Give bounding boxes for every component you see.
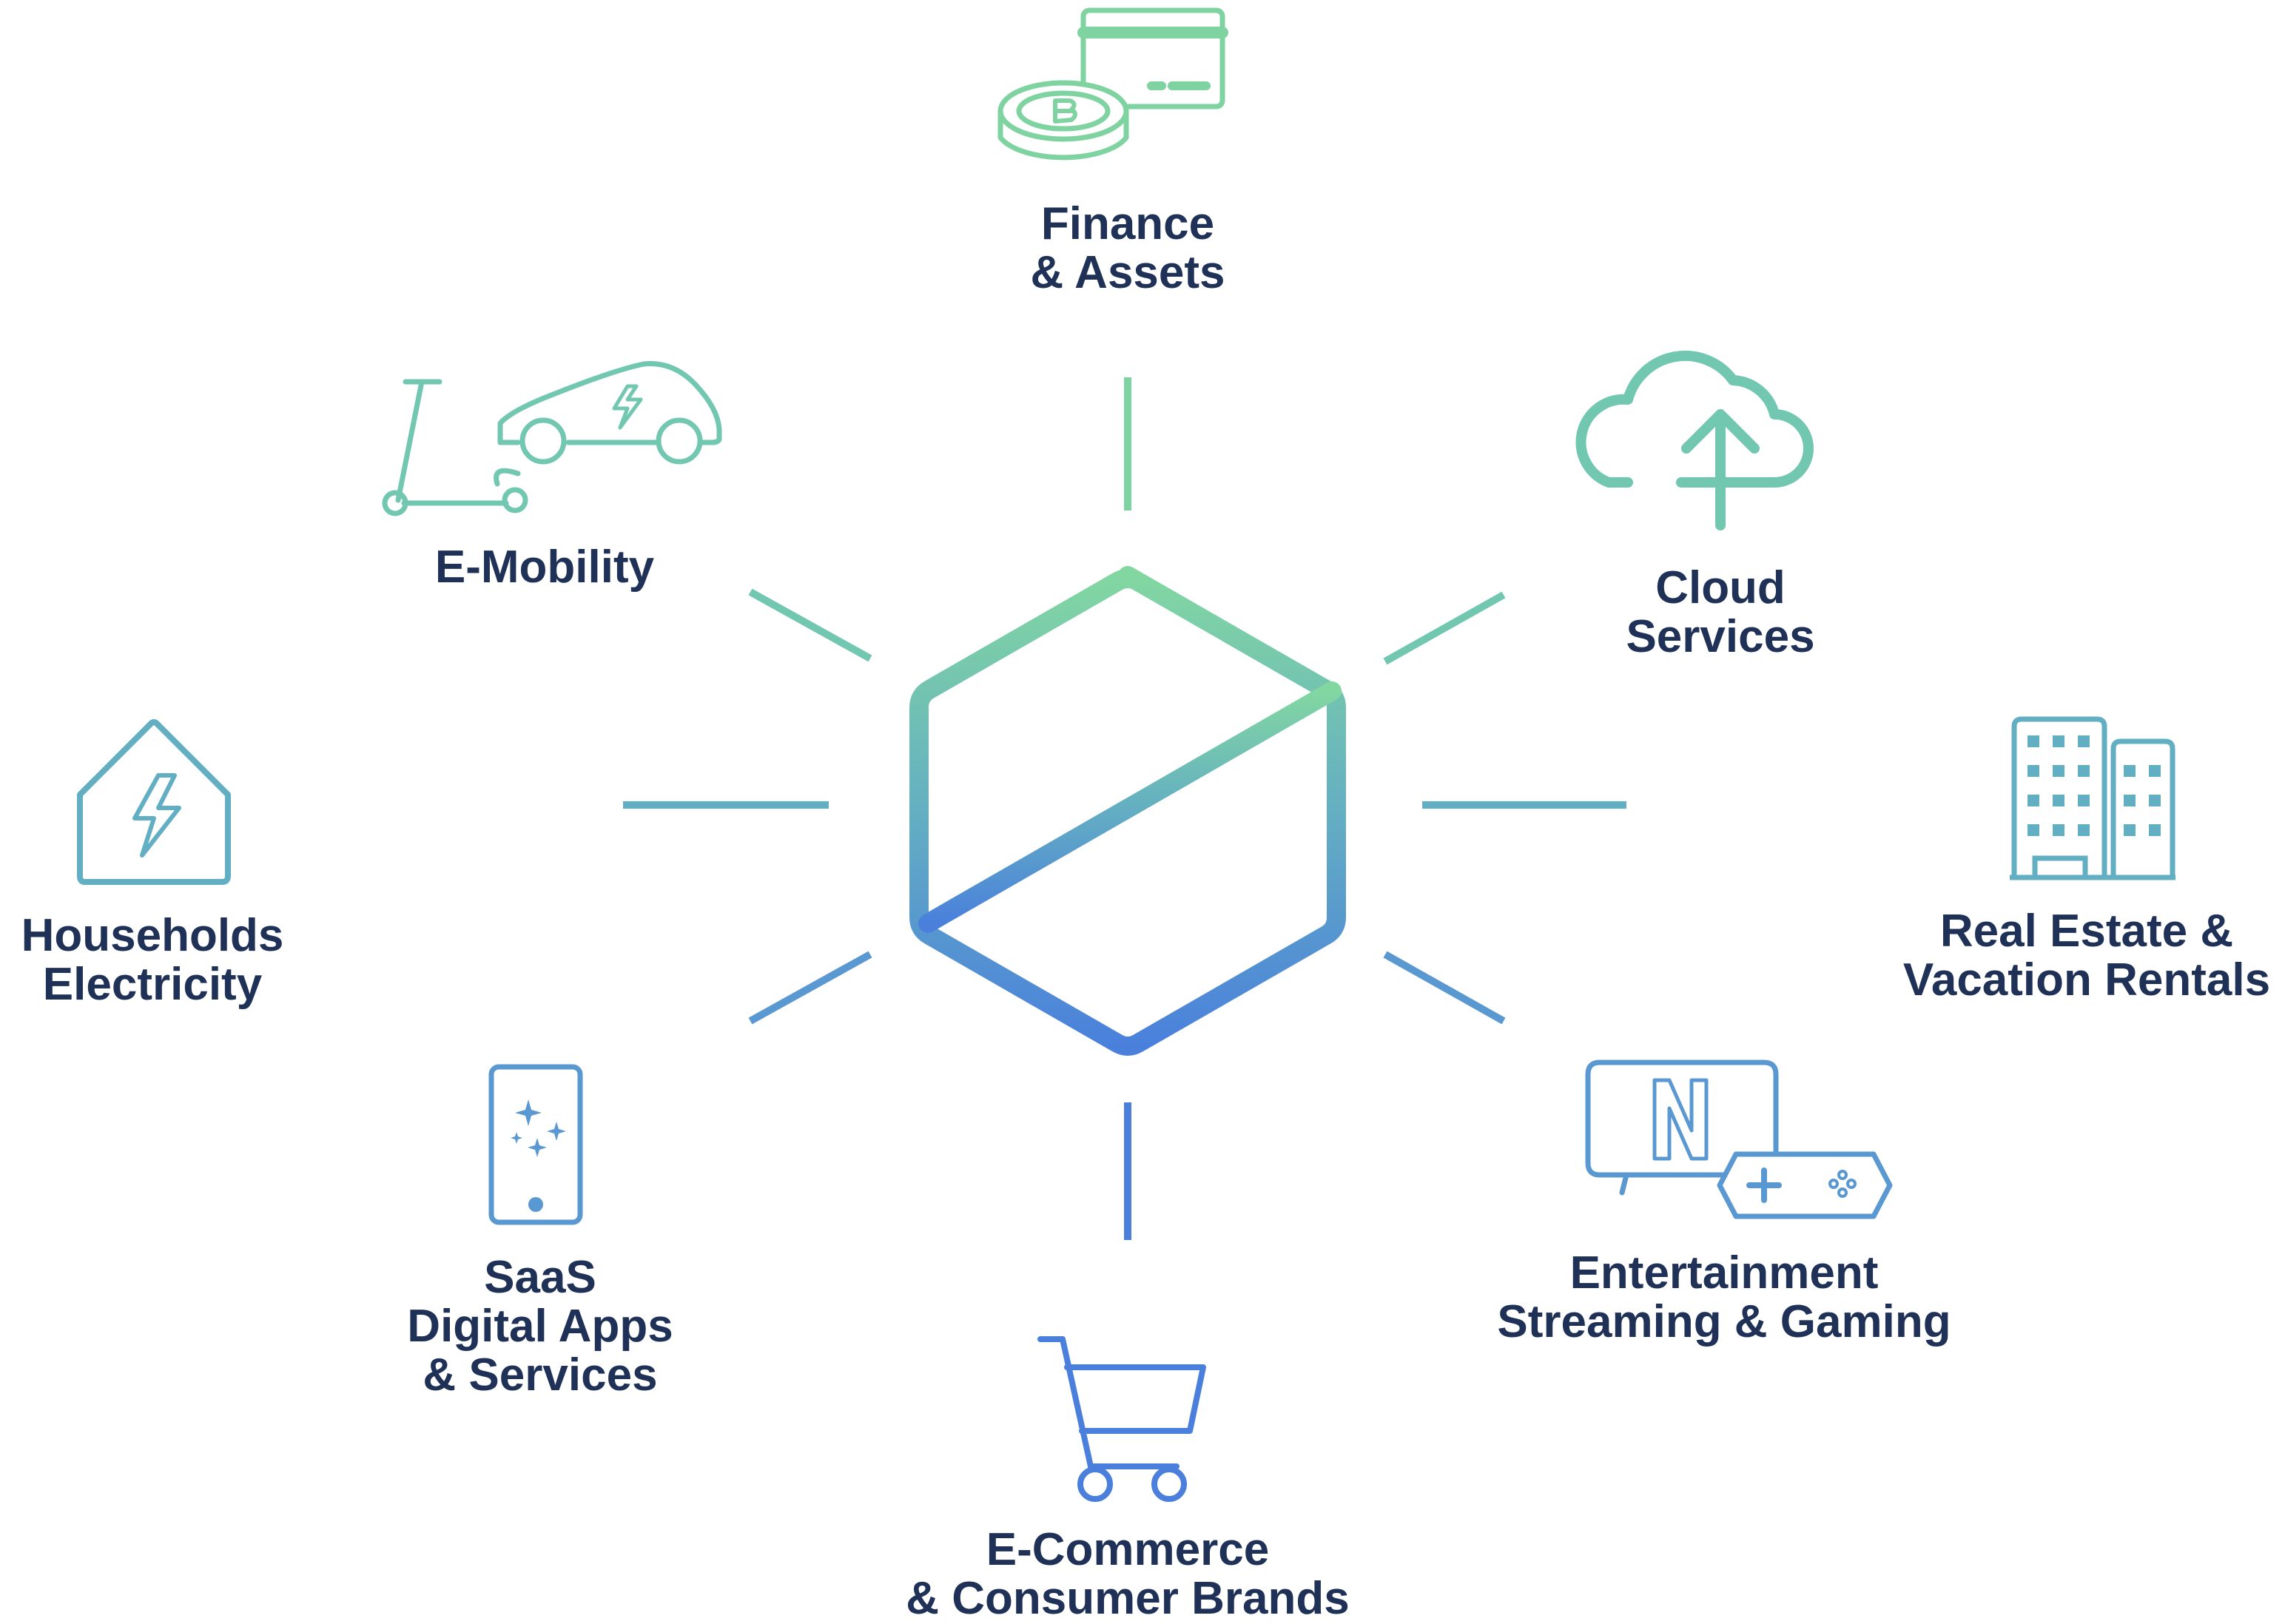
label-entertainment: Entertainment Streaming & Gaming	[1497, 1249, 1951, 1347]
label-entertainment-line-2: Streaming & Gaming	[1497, 1296, 1951, 1347]
tv-and-gamepad-icon	[1585, 1059, 1893, 1219]
label-ecommerce-line-2: & Consumer Brands	[906, 1573, 1350, 1624]
label-cloud-line-1: Cloud	[1655, 562, 1786, 613]
buildings-icon	[2010, 716, 2175, 880]
coin-and-card-icon	[997, 7, 1228, 161]
smartphone-sparkle-icon	[488, 1064, 583, 1225]
label-saas-line-2: Digital Apps	[407, 1301, 673, 1352]
label-saas-line-3: & Services	[423, 1350, 658, 1401]
cloud-upload-icon	[1575, 351, 1814, 530]
label-households-line-1: Households	[21, 910, 284, 961]
spoke-cloud	[1383, 591, 1506, 665]
label-entertainment-line-1: Entertainment	[1569, 1247, 1879, 1298]
scooter-and-ev-icon	[382, 361, 722, 516]
label-emobility-line-1: E-Mobility	[434, 542, 655, 593]
label-finance-line-2: & Assets	[1030, 247, 1225, 298]
spokes	[623, 377, 1626, 1240]
label-real-estate-line-2: Vacation Rentals	[1902, 954, 2271, 1005]
label-ecommerce-line-1: E-Commerce	[986, 1524, 1270, 1575]
spoke-entertainment	[1383, 951, 1506, 1025]
label-real-estate: Real Estate & Vacation Rentals	[1903, 907, 2270, 1005]
label-cloud-line-2: Services	[1626, 611, 1815, 662]
spoke-saas	[748, 951, 872, 1025]
hexagon-logo-icon	[909, 566, 1346, 1056]
label-finance-line-1: Finance	[1040, 198, 1215, 249]
label-emobility: E-Mobility	[435, 543, 654, 592]
label-households: Households Electricity	[21, 912, 284, 1009]
label-ecommerce: E-Commerce & Consumer Brands	[906, 1526, 1349, 1623]
label-saas-line-1: SaaS	[484, 1252, 596, 1303]
label-saas: SaaS Digital Apps & Services	[407, 1253, 673, 1400]
house-lightning-icon	[77, 719, 231, 885]
label-real-estate-line-1: Real Estate &	[1939, 906, 2234, 957]
spoke-emobility	[748, 588, 872, 662]
label-households-line-2: Electricity	[42, 959, 263, 1010]
label-cloud: Cloud Services	[1626, 564, 1814, 661]
label-finance: Finance & Assets	[1030, 200, 1225, 297]
shopping-cart-icon	[1037, 1336, 1206, 1502]
